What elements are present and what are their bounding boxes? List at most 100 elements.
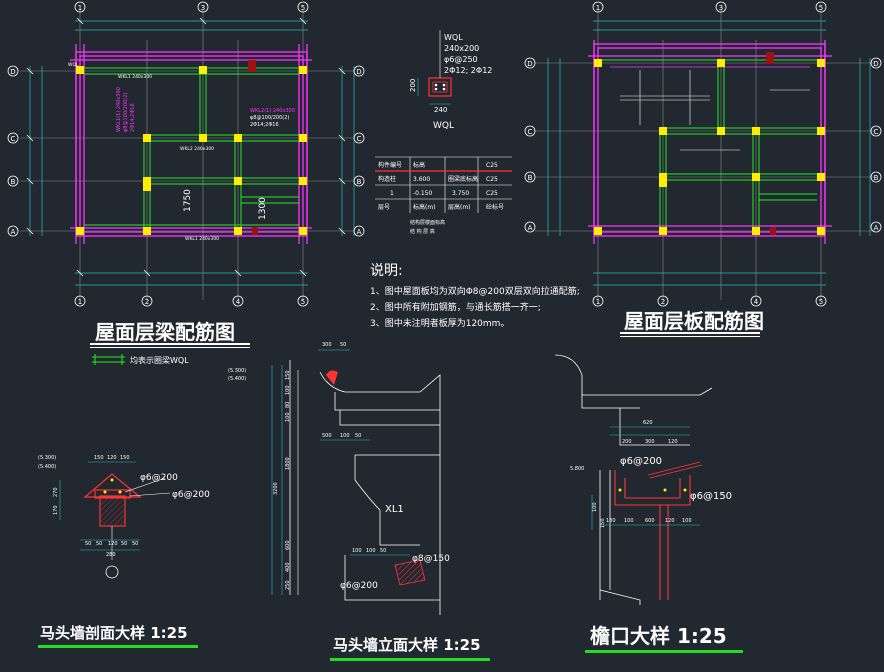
dim: 100 (682, 518, 692, 524)
dim: 270 (53, 487, 59, 497)
dim: 600 (285, 540, 291, 550)
note-item: 2、图中所有附加钢筋，与通长筋搭一齐一; (370, 301, 541, 313)
level: 5.800 (570, 466, 584, 472)
dim: 100 (624, 518, 634, 524)
table-note: 结 构 层 高 (410, 228, 435, 235)
title-detail-parapet-elevation: 马头墙立面大样 1:25 (333, 636, 481, 654)
grid-label: 4 (754, 298, 759, 306)
title-detail-eave: 檐口大样 1:25 (590, 624, 727, 648)
dim: 50 (380, 548, 386, 554)
table-cell: 砼标号 (486, 203, 504, 211)
grid-label: A (357, 228, 362, 236)
grid-label: C (528, 128, 533, 136)
dim: 180 (606, 518, 616, 524)
dim: 50 (355, 433, 361, 439)
svg-text:2Φ14;2Φ16: 2Φ14;2Φ16 (130, 103, 136, 132)
plan-right: 1 3 5 1 2 4 5 D C B A D C B A (524, 1, 882, 307)
dim: 50 (96, 541, 102, 547)
grid-label: 1 (596, 4, 600, 12)
grid-label: A (11, 228, 16, 236)
table-cell: 3.750 (452, 190, 469, 197)
dim: 50 (85, 541, 91, 547)
dim: 3200 (273, 482, 279, 495)
svg-text:φ8@100/200(2): φ8@100/200(2) (123, 93, 129, 132)
notes: 说明: 1、图中屋面板均为双向Φ8@200双层双向拉通配筋; 2、图中所有附加钢… (370, 263, 580, 329)
dim: 150 (120, 455, 130, 461)
dim: 120 (107, 455, 117, 461)
dim: 120 (665, 518, 675, 524)
svg-text:WKL2(1) 240x300: WKL2(1) 240x300 (250, 108, 295, 114)
grid-label: 2 (661, 298, 665, 306)
grid-label: 1 (596, 298, 600, 306)
dim: 300 (645, 439, 655, 445)
member-label: XL1 (385, 504, 404, 515)
plan-left: WKL1(1) 240x300 φ8@100/200(2) 2Φ14;2Φ16 … (7, 1, 365, 365)
dim: 80 (285, 402, 291, 408)
wql-bars: 2Φ12; 2Φ12 (444, 66, 492, 75)
svg-text:φ8@100/200(2): φ8@100/200(2) (250, 115, 289, 121)
table-cell: 圈梁底标高 (448, 175, 478, 183)
dim: 200 (622, 439, 632, 445)
title-underline (620, 332, 760, 334)
svg-text:WKL1 240x300: WKL1 240x300 (185, 236, 219, 242)
grid-label: D (527, 60, 532, 68)
dim: 100 (592, 502, 598, 512)
plan-dim-1300: 1300 (258, 197, 268, 220)
title-roof-beam: 屋面层梁配筋图 (95, 320, 235, 344)
grid-label: 5 (301, 298, 305, 306)
level: (5.300) (228, 368, 246, 374)
table-cell: C25 (486, 162, 498, 169)
dim: 100 (352, 548, 362, 554)
grid-label: 5 (819, 4, 823, 12)
dim: 100 (285, 412, 291, 422)
rebar-label: φ8@150 (412, 554, 450, 564)
wql-name: WQL (444, 33, 463, 42)
grid-label: B (11, 178, 16, 186)
table-note: 结构层楼面标高 (410, 219, 445, 226)
dim: 150 (94, 455, 104, 461)
dim: 400 (285, 562, 291, 572)
table-cell: 层号 (378, 204, 390, 211)
table-cell: 1 (390, 190, 394, 197)
svg-text:WKL2 240x300: WKL2 240x300 (180, 146, 214, 152)
table-cell: 构造柱 (378, 175, 396, 183)
dim: 150 (285, 370, 291, 380)
dim: 100 (340, 433, 350, 439)
wql-dim-h: 200 (409, 79, 417, 92)
table-cell: 层高(m) (448, 203, 471, 211)
grid-label: D (356, 68, 361, 76)
grid-label: 1 (78, 4, 82, 12)
grid-label: B (874, 174, 879, 182)
detail-parapet-elevation: (5.300) (5.400) 300 50 500 100 50 100 10… (228, 342, 450, 615)
title-underline (90, 343, 250, 345)
title-underline (585, 650, 743, 653)
title-underline (38, 645, 198, 648)
level: (5.300) (38, 455, 56, 461)
wql-stirrup: φ6@250 (444, 55, 478, 64)
title-roof-slab: 屋面层板配筋图 (624, 309, 764, 333)
dim: 50 (121, 541, 127, 547)
dim: 50 (340, 342, 346, 348)
grid-label: 1 (78, 298, 82, 306)
title-underline (90, 347, 250, 348)
level: (5.400) (38, 464, 56, 470)
table-cell: 标高(m) (413, 203, 436, 211)
legend-text: 均表示圈梁WQL (130, 355, 189, 365)
note-item: 3、图中未注明者板厚为120mm。 (370, 317, 509, 329)
table-cell: 3.600 (413, 176, 430, 183)
dim: 250 (285, 580, 291, 590)
dim: 620 (643, 420, 653, 426)
grid-label: C (874, 128, 879, 136)
dim: 50 (132, 541, 138, 547)
dim: 120 (668, 439, 678, 445)
wql-section: 200 240 WQL WQL 240x200 φ6@250 2Φ12; 2Φ1… (409, 30, 492, 131)
svg-text:WQL: WQL (68, 62, 79, 68)
dim: 120 (108, 541, 118, 547)
title-detail-parapet-section: 马头墙剖面大样 1:25 (40, 624, 188, 642)
dim: 100 (285, 385, 291, 395)
wql-size: 240x200 (444, 44, 479, 53)
rebar-label: φ6@200 (140, 473, 178, 483)
dim: 300 (322, 342, 332, 348)
dim: 100 (366, 548, 376, 554)
